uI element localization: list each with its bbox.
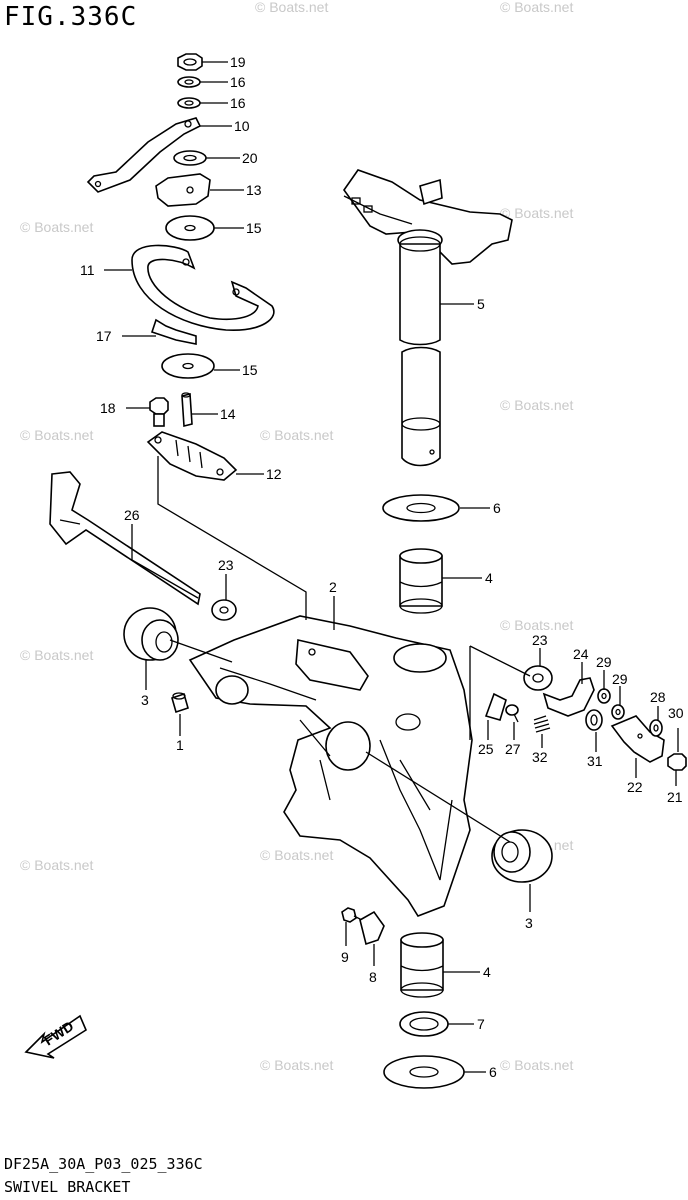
figure-title: FIG.336C [4, 2, 138, 32]
part-washer-16a [177, 76, 201, 88]
callout-25: 25 [478, 741, 494, 757]
watermark: © Boats.net [20, 427, 93, 443]
callout-10: 10 [234, 118, 250, 134]
watermark: © Boats.net [500, 1057, 573, 1073]
callout-12: 12 [266, 466, 282, 482]
part-bolt-9 [341, 907, 363, 923]
callout-2: 2 [329, 579, 337, 595]
part-cap-23a [211, 599, 237, 621]
watermark: © Boats.net [500, 0, 573, 15]
callout-14: 14 [220, 406, 236, 422]
watermark: © Boats.net [20, 219, 93, 235]
callout-28: 28 [650, 689, 666, 705]
callout-13: 13 [246, 182, 262, 198]
part-washer-28 [649, 719, 663, 737]
part-plate-13 [155, 173, 211, 207]
callout-19: 19 [230, 54, 246, 70]
callout-4: 4 [483, 964, 491, 980]
part-nipple-1 [171, 692, 189, 714]
watermark: © Boats.net [500, 617, 573, 633]
callout-15: 15 [246, 220, 262, 236]
callout-3: 3 [141, 692, 149, 708]
part-bushing-4b [400, 932, 444, 998]
watermark: © Boats.net [260, 1057, 333, 1073]
callout-29: 29 [596, 654, 612, 670]
part-washer-6a [382, 494, 460, 522]
callout-23: 23 [218, 557, 234, 573]
part-nut-19 [177, 53, 203, 71]
part-bushing-3b [491, 829, 553, 883]
callout-9: 9 [341, 949, 349, 965]
part-clip-17 [150, 318, 197, 345]
part-washer-15b [161, 353, 215, 379]
figure-name: SWIVEL BRACKET [4, 1178, 131, 1196]
callout-16: 16 [230, 95, 246, 111]
part-shaft-26 [49, 471, 201, 606]
callout-21: 21 [667, 789, 683, 805]
watermark: © Boats.net [260, 427, 333, 443]
part-pin-14 [181, 392, 193, 428]
part-bolt-18 [149, 397, 169, 427]
watermark: © Boats.net [20, 647, 93, 663]
callout-32: 32 [532, 749, 548, 765]
callout-1: 1 [176, 737, 184, 753]
callout-26: 26 [124, 507, 140, 523]
callout-29: 29 [612, 671, 628, 687]
callout-7: 7 [477, 1016, 485, 1032]
leader-lines [104, 61, 677, 1073]
callout-4: 4 [485, 570, 493, 586]
watermark: © Boats.net [260, 847, 333, 863]
callout-3: 3 [525, 915, 533, 931]
watermark: © Boats.net [500, 205, 573, 221]
callout-11: 11 [80, 262, 95, 278]
fwd-arrow: FWD [24, 1014, 88, 1059]
assembly-lines [157, 456, 531, 843]
callout-30: 30 [668, 705, 684, 721]
part-bracket-12 [146, 431, 238, 481]
part-tilt-lever-11 [131, 244, 275, 331]
part-washer-29a [597, 688, 611, 704]
part-washer-16b [177, 97, 201, 109]
part-arm-24 [542, 677, 595, 717]
part-clamp-25 [484, 692, 507, 721]
part-bushing-3a [123, 607, 179, 661]
callout-20: 20 [242, 150, 258, 166]
callout-6: 6 [489, 1064, 497, 1080]
watermark: © Boats.net [20, 857, 93, 873]
watermark: © Boats.net [500, 397, 573, 413]
callout-labels: 19 16 16 10 20 13 15 11 17 15 18 14 12 5… [80, 54, 684, 1080]
part-washer-29b [611, 704, 625, 720]
callout-16: 16 [230, 74, 246, 90]
watermark: © Boats.net [255, 0, 328, 15]
callout-6: 6 [493, 500, 501, 516]
part-washer-15a [165, 215, 215, 241]
part-cap-23b [523, 665, 553, 691]
part-washer-7 [399, 1011, 449, 1037]
figure-code: DF25A_30A_P03_025_336C [4, 1155, 203, 1173]
part-plate-22 [610, 715, 665, 763]
callout-17: 17 [96, 328, 112, 344]
callout-8: 8 [369, 969, 377, 985]
callout-18: 18 [100, 400, 116, 416]
part-nut-21 [667, 753, 687, 771]
callout-23: 23 [532, 632, 548, 648]
part-spring-31 [585, 709, 603, 731]
part-lever-10 [86, 117, 202, 193]
callout-27: 27 [505, 741, 521, 757]
part-collar-8 [359, 910, 385, 946]
callout-24: 24 [573, 646, 589, 662]
callout-15: 15 [242, 362, 258, 378]
part-washer-6b [383, 1055, 465, 1089]
callout-22: 22 [627, 779, 643, 795]
callout-5: 5 [477, 296, 485, 312]
part-swivel-bracket-2 [188, 615, 473, 917]
part-spring-32 [533, 715, 551, 733]
part-swivel-pipe-5 [399, 236, 441, 467]
part-bushing-4a [399, 548, 443, 614]
callout-31: 31 [587, 753, 603, 769]
part-washer-20 [173, 150, 207, 166]
part-screw-27 [505, 704, 519, 723]
